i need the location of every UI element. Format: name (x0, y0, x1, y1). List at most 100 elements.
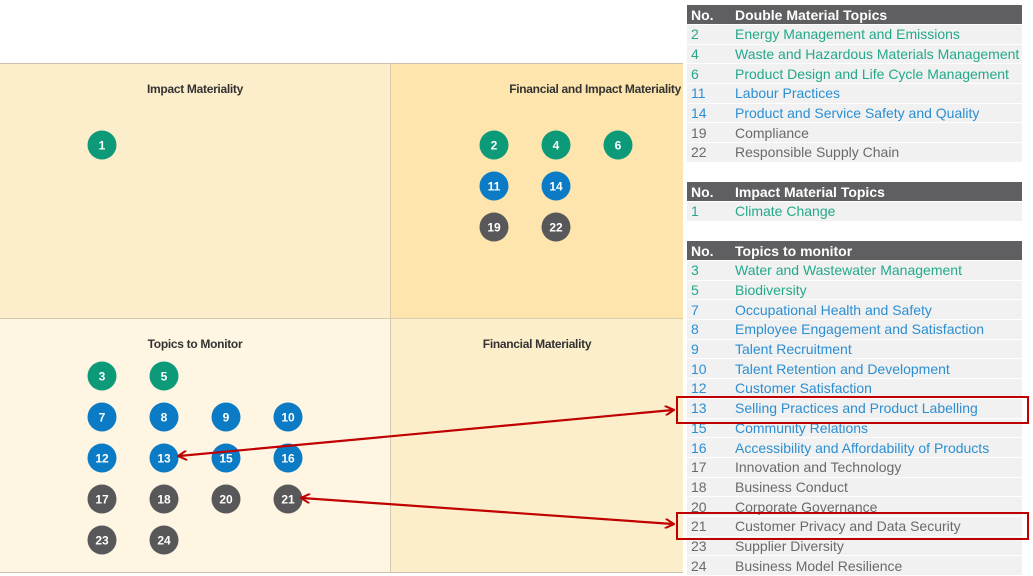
topic-number: 3 (691, 262, 699, 279)
topic-name: Supplier Diversity (735, 537, 844, 554)
topic-number: 23 (691, 537, 707, 554)
quadrant-title: Topics to Monitor (147, 337, 243, 351)
table-row: 2 Energy Management and Emissions (687, 25, 1022, 44)
topic-dot-8: 8 (149, 402, 179, 432)
topic-number: 22 (691, 144, 707, 161)
topic-name: Talent Retention and Development (735, 360, 950, 377)
topic-number: 8 (691, 321, 699, 338)
topic-name: Product and Service Safety and Quality (735, 105, 980, 122)
topic-number: 6 (691, 65, 699, 82)
quadrant-title: Impact Materiality (147, 82, 243, 96)
table-row: 13 Selling Practices and Product Labellin… (687, 398, 1022, 418)
topic-number: 2 (691, 26, 699, 43)
topic-number: 18 (691, 478, 707, 495)
table-row: 19 Compliance (687, 123, 1022, 143)
table-row: 8 Employee Engagement and Satisfaction (687, 320, 1022, 339)
header-no: No. (691, 6, 714, 23)
table-header: No. Impact Material Topics (687, 182, 1022, 201)
topic-dot-11: 11 (479, 171, 509, 201)
topic-dot-12: 12 (87, 443, 117, 473)
topic-name: Innovation and Technology (735, 459, 902, 476)
topic-number: 16 (691, 439, 707, 456)
topic-dot-18: 18 (149, 484, 179, 514)
topic-dot-22: 22 (541, 212, 571, 242)
topic-dot-6: 6 (603, 130, 633, 160)
topic-dot-20: 20 (211, 484, 241, 514)
table-row: 12 Customer Satisfaction (687, 379, 1022, 398)
topic-table: No. Double Material Topics 2 Energy Managem… (687, 5, 1022, 163)
topic-name: Labour Practices (735, 85, 841, 102)
table-row: 10 Talent Retention and Development (687, 359, 1022, 379)
topic-number: 21 (691, 518, 707, 535)
quadrant-financial-and-impact-materiality: Financial and Impact Materiality (391, 63, 683, 318)
table-row: 9 Talent Recruitment (687, 339, 1022, 359)
topic-name: Business Conduct (735, 478, 848, 495)
topic-dot-17: 17 (87, 484, 117, 514)
table-row: 4 Waste and Hazardous Materials Managemen… (687, 44, 1022, 64)
topic-number: 9 (691, 341, 699, 358)
header-no: No. (691, 242, 714, 259)
table-row: 3 Water and Wastewater Management (687, 261, 1022, 280)
topic-number: 12 (691, 380, 707, 397)
arrow-13 (179, 410, 673, 456)
topic-dot-1: 1 (87, 130, 117, 160)
table-header: No. Topics to monitor (687, 241, 1022, 260)
header-title: Topics to monitor (735, 242, 853, 259)
topic-number: 24 (691, 557, 707, 574)
topic-name: Talent Recruitment (735, 341, 852, 358)
table-row: 22 Responsible Supply Chain (687, 143, 1022, 162)
topic-name: Customer Satisfaction (735, 380, 872, 397)
quadrant-title: Financial and Impact Materiality (509, 82, 681, 96)
topic-name: Water and Wastewater Management (735, 262, 962, 279)
table-row: 14 Product and Service Safety and Quality (687, 103, 1022, 123)
topic-dot-2: 2 (479, 130, 509, 160)
topic-number: 11 (691, 85, 706, 102)
table-row: 18 Business Conduct (687, 477, 1022, 497)
topic-name: Responsible Supply Chain (735, 144, 900, 161)
table-row: 11 Labour Practices (687, 84, 1022, 103)
header-title: Double Material Topics (735, 6, 888, 23)
quadrant-title: Financial Materiality (482, 337, 592, 351)
topic-name: Business Model Resilience (735, 557, 903, 574)
topic-dot-21: 21 (273, 484, 303, 514)
topic-dot-13: 13 (149, 443, 179, 473)
topic-name: Waste and Hazardous Materials Management (735, 46, 1020, 63)
topic-name: Selling Practices and Product Labelling (735, 400, 978, 417)
topic-number: 10 (691, 360, 707, 377)
highlight-box-13 (676, 396, 1029, 424)
topic-dot-7: 7 (87, 402, 117, 432)
topic-number: 19 (691, 124, 707, 141)
topic-dot-3: 3 (87, 361, 117, 391)
header-title: Impact Material Topics (735, 183, 885, 200)
topic-number: 5 (691, 282, 699, 299)
topic-name: Product Design and Life Cycle Management (735, 65, 1009, 82)
topic-number: 7 (691, 301, 699, 318)
table-header: No. Double Material Topics (687, 5, 1022, 24)
topic-name: Energy Management and Emissions (735, 26, 960, 43)
topic-number: 4 (691, 46, 699, 63)
table-row: 24 Business Model Resilience (687, 556, 1022, 575)
topic-dot-4: 4 (541, 130, 571, 160)
topic-number: 14 (691, 105, 707, 122)
header-no: No. (691, 183, 714, 200)
highlight-box-21 (676, 512, 1029, 540)
topic-dot-19: 19 (479, 212, 509, 242)
arrow-21 (302, 498, 673, 524)
topic-name: Compliance (735, 124, 809, 141)
topic-number: 13 (691, 400, 707, 417)
topic-name: Employee Engagement and Satisfaction (735, 321, 985, 338)
quadrant-impact-materiality: Impact Materiality (0, 63, 391, 318)
topic-dot-24: 24 (149, 525, 179, 555)
table-row: 23 Supplier Diversity (687, 536, 1022, 556)
topic-name: Climate Change (735, 203, 836, 220)
topic-dot-14: 14 (541, 171, 571, 201)
